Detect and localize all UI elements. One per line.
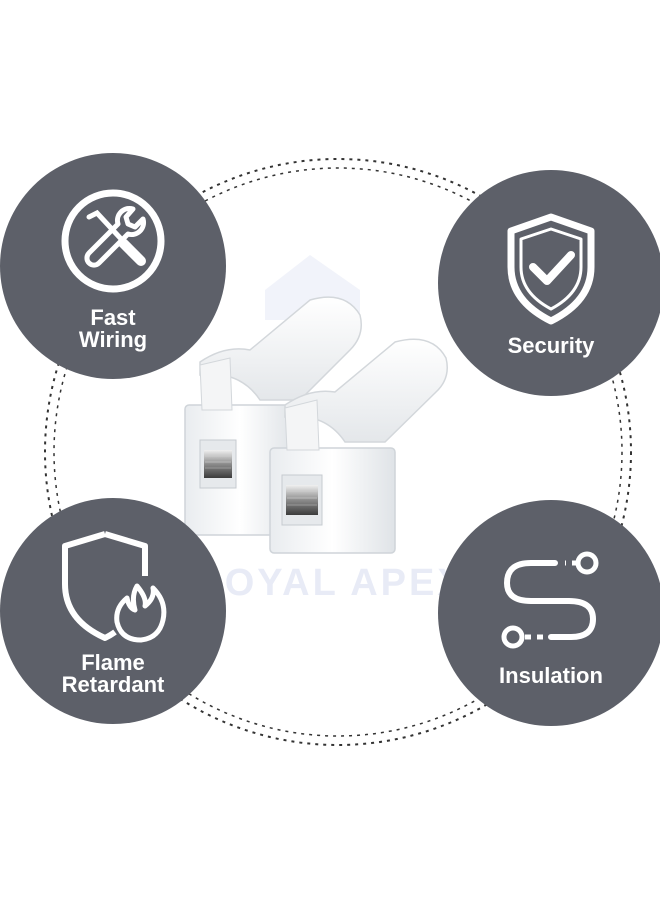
- badge-flame-retardant: Flame Retardant: [0, 498, 226, 724]
- badge-fast-wiring: Fast Wiring: [0, 153, 226, 379]
- badge-label-flame-retardant: Flame Retardant: [23, 652, 203, 696]
- shield-check-icon: [507, 213, 595, 325]
- watermark-text: ROYAL APEX: [194, 562, 466, 604]
- wrench-screwdriver-icon: [61, 189, 165, 293]
- label-line: Fast: [90, 305, 136, 330]
- badge-label-fast-wiring: Fast Wiring: [23, 307, 203, 351]
- badge-label-security: Security: [461, 335, 641, 357]
- shield-flame-icon: [62, 531, 167, 643]
- badge-label-insulation: Insulation: [461, 665, 641, 687]
- label-line: Flame: [81, 650, 145, 675]
- connector-left: [184, 296, 362, 536]
- label-line: Wiring: [78, 327, 148, 352]
- connector-right: [269, 338, 448, 554]
- badge-security: Security: [438, 170, 660, 396]
- wire-path-icon: [501, 551, 599, 649]
- label-line: Insulation: [499, 663, 603, 688]
- quick-wire-connector-image: [184, 255, 448, 554]
- badge-insulation: Insulation: [438, 500, 660, 726]
- label-line: Security: [507, 333, 595, 358]
- label-line: Retardant: [61, 672, 165, 697]
